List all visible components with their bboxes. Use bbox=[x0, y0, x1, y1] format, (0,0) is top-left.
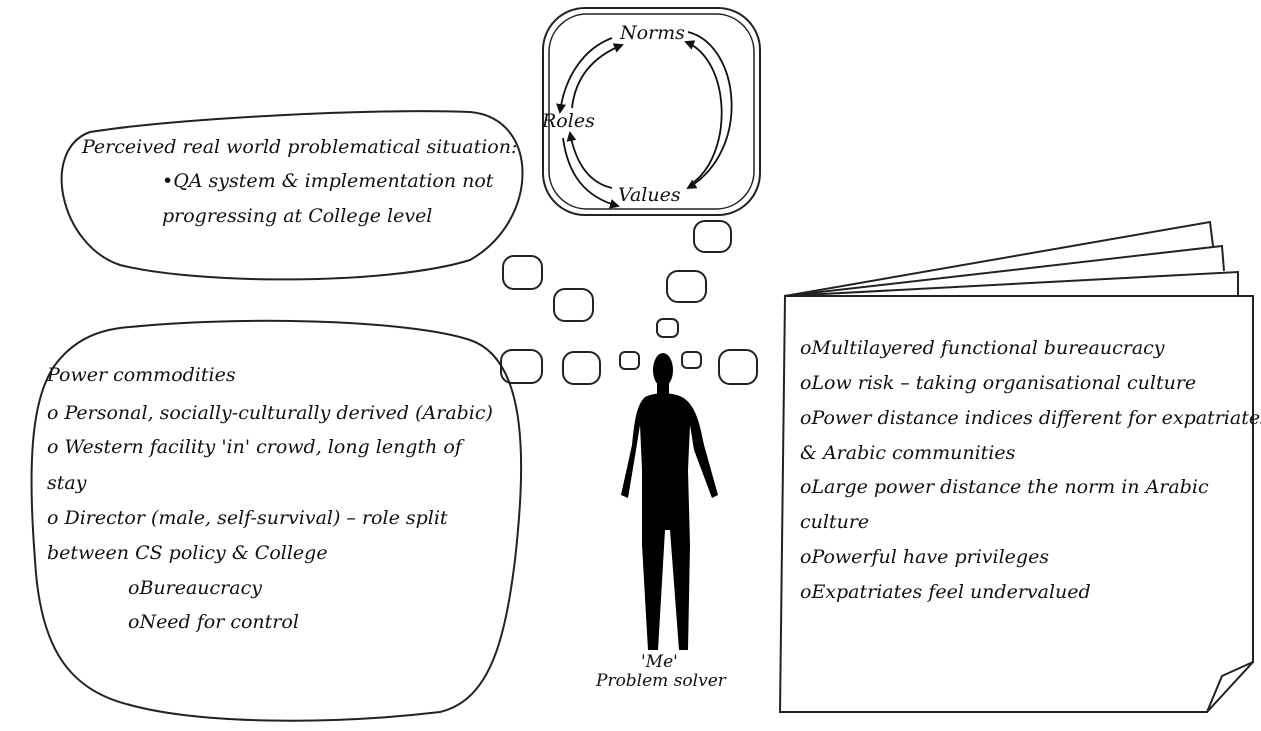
notes-item-cont: culture bbox=[800, 505, 869, 539]
power-subitem: oBureaucracy bbox=[128, 571, 262, 605]
perceived-situation-bullet-cont: progressing at College level bbox=[162, 199, 432, 233]
notes-item: oPower distance indices different for ex… bbox=[800, 401, 1261, 435]
power-subitem: oNeed for control bbox=[128, 605, 299, 639]
arrow-norms-to-roles bbox=[560, 38, 612, 112]
thought-bubble bbox=[682, 352, 701, 368]
norms-label: Norms bbox=[620, 16, 685, 50]
roles-label: Roles bbox=[542, 104, 595, 138]
power-item-cont: between CS policy & College bbox=[47, 536, 328, 570]
power-item: o Personal, socially-culturally derived … bbox=[47, 396, 493, 430]
thought-bubble bbox=[657, 319, 678, 337]
thought-bubble bbox=[667, 271, 706, 302]
notes-item: oLarge power distance the norm in Arabic bbox=[800, 470, 1209, 504]
values-label: Values bbox=[618, 178, 681, 212]
notes-item: oLow risk – taking organisational cultur… bbox=[800, 366, 1196, 400]
notes-item: oMultilayered functional bureaucracy bbox=[800, 331, 1165, 365]
power-item-cont: stay bbox=[47, 466, 86, 500]
power-item: o Director (male, self-survival) – role … bbox=[47, 501, 448, 535]
arrow-values-to-roles bbox=[570, 133, 612, 188]
arrow-roles-to-norms bbox=[572, 45, 622, 108]
arrow-roles-to-values bbox=[563, 138, 618, 206]
thought-bubble bbox=[694, 221, 731, 252]
thought-bubble bbox=[719, 350, 757, 384]
notes-item: oPowerful have privileges bbox=[800, 540, 1049, 574]
person-silhouette bbox=[621, 353, 718, 650]
perceived-situation-title: Perceived real world problematical situa… bbox=[82, 130, 517, 164]
thought-bubble bbox=[503, 256, 542, 289]
notes-item-cont: & Arabic communities bbox=[800, 436, 1015, 470]
me-label: 'Me' bbox=[641, 652, 678, 672]
power-commodities-title: Power commodities bbox=[47, 358, 236, 392]
thought-bubble bbox=[620, 352, 639, 369]
power-item: o Western facility 'in' crowd, long leng… bbox=[47, 430, 462, 464]
problem-solver-label: Problem solver bbox=[596, 671, 726, 691]
notes-item: oExpatriates feel undervalued bbox=[800, 575, 1091, 609]
perceived-situation-bullet: •QA system & implementation not bbox=[162, 164, 493, 198]
thought-bubble bbox=[554, 289, 593, 321]
thought-bubble bbox=[563, 352, 600, 384]
